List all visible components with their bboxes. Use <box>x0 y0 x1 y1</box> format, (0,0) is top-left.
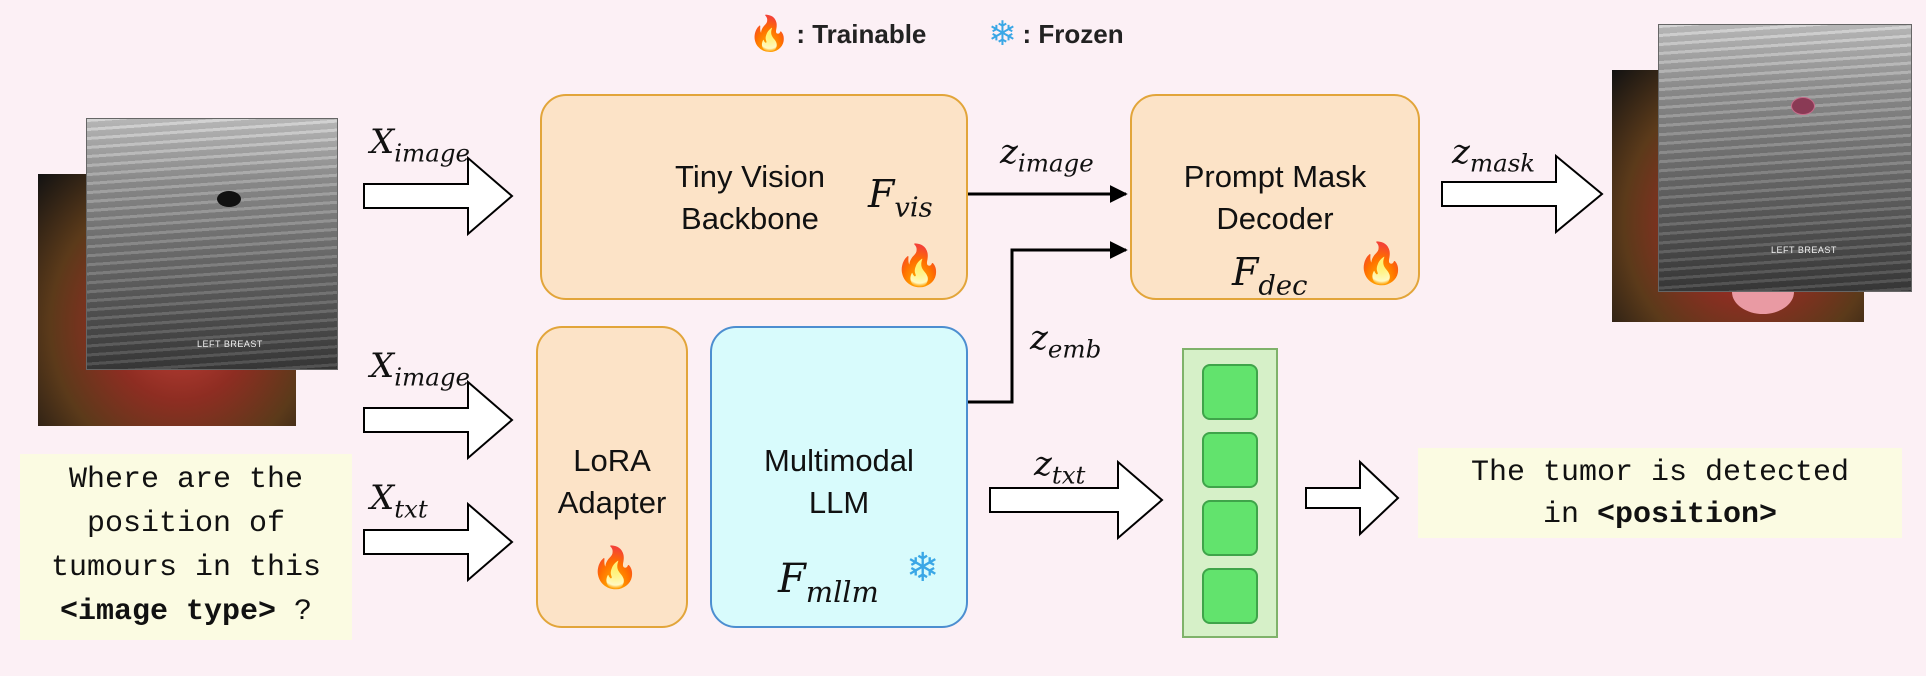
prompt-line-4: <image type> ? <box>20 590 352 634</box>
text-token <box>1202 500 1258 556</box>
z-txt-symbol: z <box>1034 444 1052 484</box>
label-z-image: zimage <box>1000 132 1094 178</box>
output-text-line2: in <position> <box>1418 494 1902 536</box>
mask-decoder-label: Prompt Mask Decoder <box>1140 156 1410 240</box>
output-text-line1: The tumor is detected <box>1470 456 1850 490</box>
input-ultrasound-image: LEFT BREAST <box>86 118 338 370</box>
prompt-placeholder: <image type> <box>59 595 277 629</box>
fire-icon: 🔥 <box>748 15 791 53</box>
arrow-z-mask <box>1441 153 1604 235</box>
z-mask-symbol: z <box>1452 132 1470 172</box>
z-image-symbol: z <box>1000 132 1018 172</box>
mllm-symbol-main: F <box>778 556 806 602</box>
z-txt-sub: txt <box>1051 460 1086 490</box>
x-image-top-symbol: X <box>370 122 395 162</box>
arrow-x-image-bottom <box>363 379 514 461</box>
prompt-line-2: position of <box>86 507 286 541</box>
x-txt-symbol: X <box>370 478 395 518</box>
x-image-bottom-symbol: X <box>370 346 395 386</box>
text-token-column <box>1182 348 1278 638</box>
mask-decoder-symbol: Fdec <box>1232 250 1307 302</box>
x-image-bottom-sub: image <box>394 362 470 392</box>
z-image-sub: image <box>1017 148 1094 178</box>
output-text-box: The tumor is detected in <position> <box>1418 448 1902 538</box>
snowflake-icon: ❄ <box>988 15 1017 53</box>
z-mask-sub: mask <box>1469 148 1536 178</box>
snowflake-icon: ❄ <box>906 546 940 590</box>
text-token <box>1202 568 1258 624</box>
label-x-txt: Xtxt <box>370 478 428 524</box>
lora-label-line2: Adapter <box>557 485 667 520</box>
text-token <box>1202 364 1258 420</box>
arrow-x-image-top <box>363 155 514 237</box>
mllm-label-line2: LLM <box>808 485 870 520</box>
fire-icon: 🔥 <box>1356 242 1406 286</box>
text-prompt-box: Where are the position of tumours in thi… <box>20 454 352 640</box>
legend-frozen-label: : Frozen <box>1022 18 1124 49</box>
multimodal-llm-box <box>710 326 968 628</box>
z-emb-sub: emb <box>1047 334 1102 364</box>
mllm-label: Multimodal LLM <box>710 440 968 524</box>
mask-decoder-label-line1: Prompt Mask <box>1183 159 1367 194</box>
fire-icon: 🔥 <box>590 546 640 590</box>
decoder-symbol-sub: dec <box>1258 270 1308 302</box>
arrow-z-txt <box>989 459 1164 541</box>
x-image-top-sub: image <box>394 138 470 168</box>
output-position-token: <position> <box>1596 498 1778 532</box>
mask-decoder-label-line2: Decoder <box>1216 201 1334 236</box>
prompt-line-1: Where are the <box>68 463 304 497</box>
prompt-suffix: ? <box>276 595 313 629</box>
decoder-symbol-main: F <box>1232 250 1259 294</box>
arrow-x-txt <box>363 501 514 583</box>
legend-trainable-label: : Trainable <box>796 18 927 49</box>
label-z-txt: ztxt <box>1034 444 1085 490</box>
label-x-image-bottom: Ximage <box>370 346 470 392</box>
lesion-marker <box>217 191 241 207</box>
legend-trainable: 🔥 : Trainable <box>748 14 926 54</box>
vision-backbone-label-line2: Backbone <box>681 201 819 236</box>
legend-frozen: ❄ : Frozen <box>988 14 1124 54</box>
fire-icon: 🔥 <box>894 244 944 288</box>
mllm-symbol-sub: mllm <box>805 575 879 610</box>
label-z-emb: zemb <box>1030 318 1101 364</box>
tiny-vision-backbone-box <box>540 94 968 300</box>
vision-backbone-symbol: Fvis <box>868 172 933 224</box>
mllm-label-line1: Multimodal <box>764 443 914 478</box>
x-txt-sub: txt <box>394 494 428 524</box>
output-ultrasound-image: LEFT BREAST <box>1658 24 1912 292</box>
input-ultrasound-caption: LEFT BREAST <box>197 339 263 349</box>
arrow-to-output-text <box>1305 459 1400 537</box>
mllm-symbol: Fmllm <box>778 556 879 609</box>
vision-symbol-main: F <box>868 172 895 216</box>
lora-label-line1: LoRA <box>573 443 651 478</box>
text-token <box>1202 432 1258 488</box>
vision-backbone-label-line1: Tiny Vision <box>675 159 825 194</box>
vision-symbol-sub: vis <box>894 192 933 224</box>
label-x-image-top: Ximage <box>370 122 470 168</box>
output-ultrasound-caption: LEFT BREAST <box>1771 245 1837 255</box>
output-mask-overlay <box>1791 97 1815 115</box>
lora-adapter-box <box>536 326 688 628</box>
output-text-prefix: in <box>1542 498 1597 532</box>
label-z-mask: zmask <box>1452 132 1535 178</box>
vision-backbone-label: Tiny Vision Backbone <box>640 156 860 240</box>
lora-adapter-label: LoRA Adapter <box>536 440 688 524</box>
prompt-mask-decoder-box <box>1130 94 1420 300</box>
z-emb-symbol: z <box>1030 318 1048 358</box>
line-z-emb <box>968 241 1128 404</box>
prompt-line-3: tumours in this <box>50 551 322 585</box>
